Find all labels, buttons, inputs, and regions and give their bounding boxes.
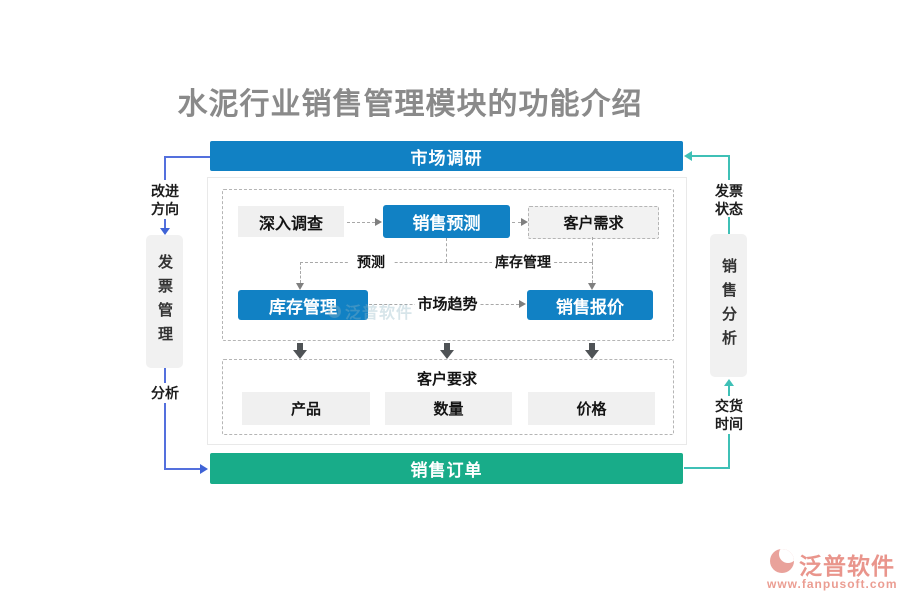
arrow-right-icon — [375, 218, 382, 226]
section-down-arrow-icon — [297, 343, 303, 350]
left-rail-box-label: 发票管理 — [156, 253, 173, 350]
node-inventory-mgmt: 库存管理 — [238, 290, 368, 320]
left-rail-line — [164, 156, 166, 180]
left-rail-line — [164, 368, 166, 383]
bottom-bar-sales-order: 销售订单 — [210, 453, 683, 484]
left-rail-box-invoice-mgmt: 发票管理 — [146, 235, 183, 368]
arrow-right-icon — [521, 218, 528, 226]
right-rail-line — [728, 386, 730, 396]
connector-branch-right-down — [592, 262, 593, 283]
right-rail-line — [728, 217, 730, 234]
section-down-arrow-icon — [444, 343, 450, 350]
node-quantity: 数量 — [385, 392, 512, 425]
node-customer-demand: 客户需求 — [528, 206, 659, 239]
right-rail-label-delivery-time: 交货时间 — [715, 398, 743, 432]
connector-demand-down — [592, 237, 593, 262]
connector-branch-horizontal — [300, 262, 592, 263]
right-rail-label-invoice-status: 发票状态 — [715, 183, 743, 217]
left-rail-label-analysis: 分析 — [151, 385, 179, 401]
watermark-logo-icon — [328, 304, 341, 318]
brand-url: www.fanpusoft.com — [767, 577, 898, 591]
fanpu-logo-icon — [770, 549, 794, 573]
right-rail-line — [728, 434, 730, 469]
watermark: 泛普软件 — [328, 299, 413, 323]
section-down-arrow-icon — [589, 343, 595, 350]
node-price: 价格 — [528, 392, 655, 425]
section-down-arrow-icon — [440, 350, 454, 359]
arrow-down-icon — [588, 283, 596, 290]
arrow-right-icon — [519, 300, 526, 308]
left-rail-label-improve: 改进方向 — [151, 183, 179, 217]
right-rail-arrow-up-icon — [724, 379, 734, 386]
left-rail-line — [164, 403, 166, 469]
connector-forecast-demand — [512, 222, 521, 223]
connector-forecast-down — [446, 238, 447, 262]
node-sales-forecast: 销售预测 — [383, 205, 510, 238]
connector-survey-forecast — [347, 222, 375, 223]
page-title: 水泥行业销售管理模块的功能介绍 — [177, 88, 643, 121]
section-down-arrow-icon — [293, 350, 307, 359]
node-sales-quote: 销售报价 — [527, 290, 653, 320]
left-rail-line — [164, 468, 200, 470]
right-rail-box-sales-analysis: 销售分析 — [710, 234, 747, 377]
node-product: 产品 — [242, 392, 370, 425]
connector-branch-left-down — [300, 262, 301, 283]
right-rail-line — [728, 155, 730, 180]
edge-label-inventory: 库存管理 — [492, 254, 554, 270]
left-rail-line — [164, 156, 210, 158]
watermark-text: 泛普软件 — [345, 305, 414, 322]
left-rail-arrow-down-icon — [160, 228, 170, 235]
top-bar-market-research: 市场调研 — [210, 141, 683, 171]
arrow-down-icon — [296, 283, 304, 290]
right-rail-line — [692, 155, 730, 157]
left-rail-arrow-icon — [164, 219, 166, 228]
left-rail-arrow-right-icon — [200, 464, 208, 474]
right-rail-box-label: 销售分析 — [720, 257, 737, 354]
right-rail-arrow-left-icon — [684, 151, 692, 161]
node-deep-survey: 深入调查 — [238, 206, 344, 237]
brand-name: 泛普软件 — [799, 553, 895, 579]
edge-label-forecast: 预测 — [348, 254, 394, 270]
requirements-header: 客户要求 — [416, 371, 477, 388]
right-rail-line — [684, 467, 730, 469]
edge-label-market-trend: 市场趋势 — [415, 296, 480, 313]
section-down-arrow-icon — [585, 350, 599, 359]
